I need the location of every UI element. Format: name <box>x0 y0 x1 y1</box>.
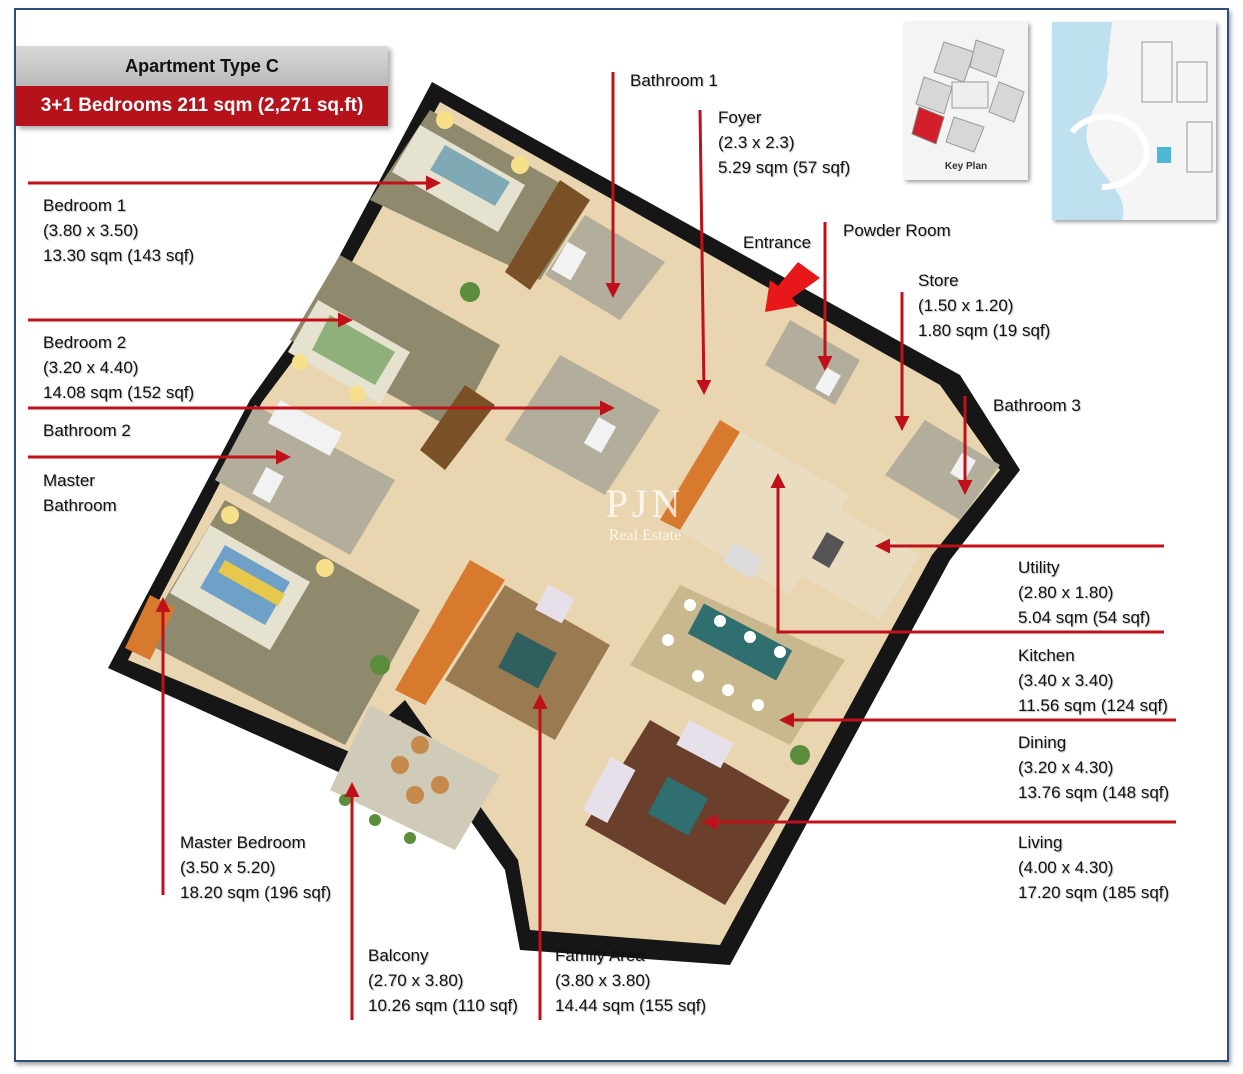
master-bathroom-label: Master Bathroom <box>43 468 117 518</box>
title-block: Apartment Type C 3+1 Bedrooms 211 sqm (2… <box>16 46 388 126</box>
master-bathroom-line-1: Master <box>43 471 95 490</box>
utility-label: Utility (2.80 x 1.80) 5.04 sqm (54 sqf) <box>1018 555 1150 630</box>
balcony-dims: (2.70 x 3.80) <box>368 971 464 990</box>
family-area-label: Family Area (3.80 x 3.80) 14.44 sqm (155… <box>555 943 706 1018</box>
dining-room <box>630 585 845 745</box>
dining-name: Dining <box>1018 733 1067 752</box>
foyer-name: Foyer <box>718 108 762 127</box>
dining-dims: (3.20 x 4.30) <box>1018 758 1114 777</box>
entrance-label: Entrance <box>743 233 812 252</box>
master-bedroom-dims: (3.50 x 5.20) <box>180 858 276 877</box>
bathroom-1-room <box>545 215 665 320</box>
watermark-logo-text: PJN <box>605 481 685 526</box>
foyer-area: 5.29 sqm (57 sqf) <box>718 158 851 177</box>
key-plan-caption: Key Plan <box>944 161 988 172</box>
foyer-label: Foyer (2.3 x 2.3) 5.29 sqm (57 sqf) <box>718 105 850 180</box>
kitchen-dims: (3.40 x 3.40) <box>1018 671 1114 690</box>
family-area-area: 14.44 sqm (155 sqf) <box>555 996 707 1015</box>
master-bathroom-room <box>215 400 395 555</box>
living-room <box>582 719 810 905</box>
living-dims: (4.00 x 4.30) <box>1018 858 1114 877</box>
balcony-area <box>330 705 500 850</box>
bedroom-1-label: Bedroom 1 (3.80 x 3.50) 13.30 sqm (143 s… <box>43 193 194 268</box>
store-area: 1.80 sqm (19 sqf) <box>918 321 1051 340</box>
bedroom-2-dims: (3.20 x 4.40) <box>43 358 139 377</box>
store-label: Store (1.50 x 1.20) 1.80 sqm (19 sqf) <box>918 268 1050 343</box>
entrance-marker <box>765 262 820 312</box>
bathroom-3-room <box>885 420 1000 520</box>
living-label: Living (4.00 x 4.30) 17.20 sqm (185 sqf) <box>1018 830 1169 905</box>
utility-area: 5.04 sqm (54 sqf) <box>1018 608 1151 627</box>
master-bedroom-area: 18.20 sqm (196 sqf) <box>180 883 332 902</box>
family-area-name: Family Area <box>555 946 645 965</box>
bathroom-2-label: Bathroom 2 <box>43 421 131 440</box>
page-title: Apartment Type C <box>16 46 388 86</box>
store-dims: (1.50 x 1.20) <box>918 296 1014 315</box>
dining-label: Dining (3.20 x 4.30) 13.76 sqm (148 sqf) <box>1018 730 1169 805</box>
family-area-room <box>395 560 610 740</box>
family-area-dims: (3.80 x 3.80) <box>555 971 651 990</box>
leader-arrows <box>28 72 1176 1020</box>
master-bedroom-name: Master Bedroom <box>180 833 306 852</box>
bedroom-2-label: Bedroom 2 (3.20 x 4.40) 14.08 sqm (152 s… <box>43 330 194 405</box>
master-bedroom-label: Master Bedroom (3.50 x 5.20) 18.20 sqm (… <box>180 830 331 905</box>
utility-name: Utility <box>1018 558 1060 577</box>
bedroom-1-dims: (3.80 x 3.50) <box>43 221 139 240</box>
site-map-inset <box>1052 22 1216 220</box>
bedroom-1-area: 13.30 sqm (143 sqf) <box>43 246 195 265</box>
master-bathroom-line-2: Bathroom <box>43 496 117 515</box>
key-plan-drawing <box>911 39 1025 153</box>
powder-room <box>765 320 860 405</box>
bedroom-1-name: Bedroom 1 <box>43 196 127 215</box>
kitchen-name: Kitchen <box>1018 646 1075 665</box>
living-name: Living <box>1018 833 1063 852</box>
bathroom-1-label: Bathroom 1 <box>630 71 718 90</box>
living-area: 17.20 sqm (185 sqf) <box>1018 883 1170 902</box>
balcony-area: 10.26 sqm (110 sqf) <box>368 996 518 1015</box>
watermark: PJN Real Estate <box>570 480 720 545</box>
bedroom-1-room <box>370 110 590 290</box>
bathroom-3-label: Bathroom 3 <box>993 396 1081 415</box>
bathroom-2-room <box>505 355 660 495</box>
dining-area: 13.76 sqm (148 sqf) <box>1018 783 1170 802</box>
balcony-name: Balcony <box>368 946 429 965</box>
kitchen-room <box>660 420 850 595</box>
site-map-drawing <box>1069 22 1216 220</box>
utility-dims: (2.80 x 1.80) <box>1018 583 1114 602</box>
store-name: Store <box>918 271 959 290</box>
kitchen-label: Kitchen (3.40 x 3.40) 11.56 sqm (124 sqf… <box>1018 643 1168 718</box>
page-subtitle: 3+1 Bedrooms 211 sqm (2,271 sq.ft) <box>16 86 388 126</box>
kitchen-area: 11.56 sqm (124 sqf) <box>1018 696 1168 715</box>
key-plan-inset: Key Plan <box>904 22 1028 180</box>
powder-room-label: Powder Room <box>843 221 951 240</box>
bedroom-2-area: 14.08 sqm (152 sqf) <box>43 383 195 402</box>
master-bedroom-room <box>125 500 420 745</box>
balcony-label: Balcony (2.70 x 3.80) 10.26 sqm (110 sqf… <box>368 943 518 1018</box>
watermark-subtitle: Real Estate <box>608 527 682 544</box>
bedroom-2-room <box>288 255 500 470</box>
utility-room <box>800 510 920 620</box>
foyer-dims: (2.3 x 2.3) <box>718 133 795 152</box>
bedroom-2-name: Bedroom 2 <box>43 333 127 352</box>
